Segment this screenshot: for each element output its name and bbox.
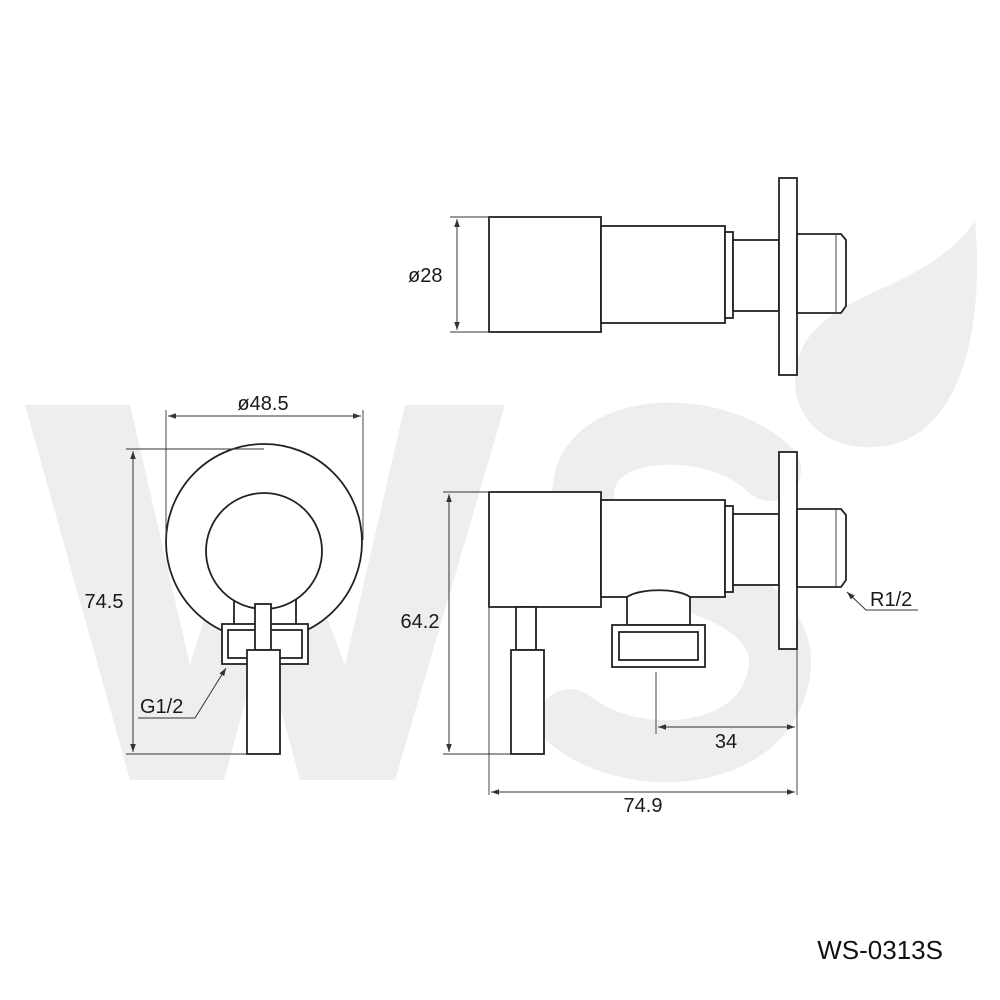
top-thread <box>796 233 847 314</box>
side-outlet-shoulder <box>626 589 691 626</box>
watermark-drop <box>795 220 978 448</box>
front-height-label: 74.5 <box>85 591 124 613</box>
side-handle-stem <box>515 606 537 651</box>
side-outlet-nut-inner <box>618 631 699 661</box>
front-handle <box>246 649 281 755</box>
front-handle-stem <box>254 603 272 651</box>
top-neck <box>600 225 726 324</box>
side-handle <box>510 649 545 755</box>
side-thread-leader <box>846 591 918 611</box>
top-view: ø28 <box>408 177 847 376</box>
side-thread <box>796 508 847 588</box>
side-thread-label: R1/2 <box>870 589 912 611</box>
side-body <box>488 491 602 608</box>
overall-length-label: 74.9 <box>624 795 663 817</box>
top-stem <box>724 231 734 319</box>
front-thread-leader <box>138 667 227 719</box>
front-view: ø48.5 74.5 G1/2 <box>85 393 364 755</box>
side-view: 64.2 R1/2 34 74.9 <box>401 451 918 817</box>
watermark-registered-circle <box>832 311 914 393</box>
side-height-label: 64.2 <box>401 611 440 633</box>
side-neck <box>600 499 726 598</box>
top-body <box>488 216 602 333</box>
side-nipple <box>732 513 780 586</box>
model-code-label: WS-0313S <box>817 935 943 965</box>
top-flange <box>778 177 798 376</box>
outlet-offset-label: 34 <box>715 731 737 753</box>
side-stem <box>724 505 734 593</box>
front-body-cap <box>205 492 323 610</box>
front-flange-diameter-label: ø48.5 <box>237 393 288 415</box>
top-nipple <box>732 239 780 312</box>
front-thread-label: G1/2 <box>140 696 183 718</box>
side-flange <box>778 451 798 650</box>
top-body-diameter-label: ø28 <box>408 265 442 287</box>
watermark-registered-mark: ® <box>853 324 893 384</box>
